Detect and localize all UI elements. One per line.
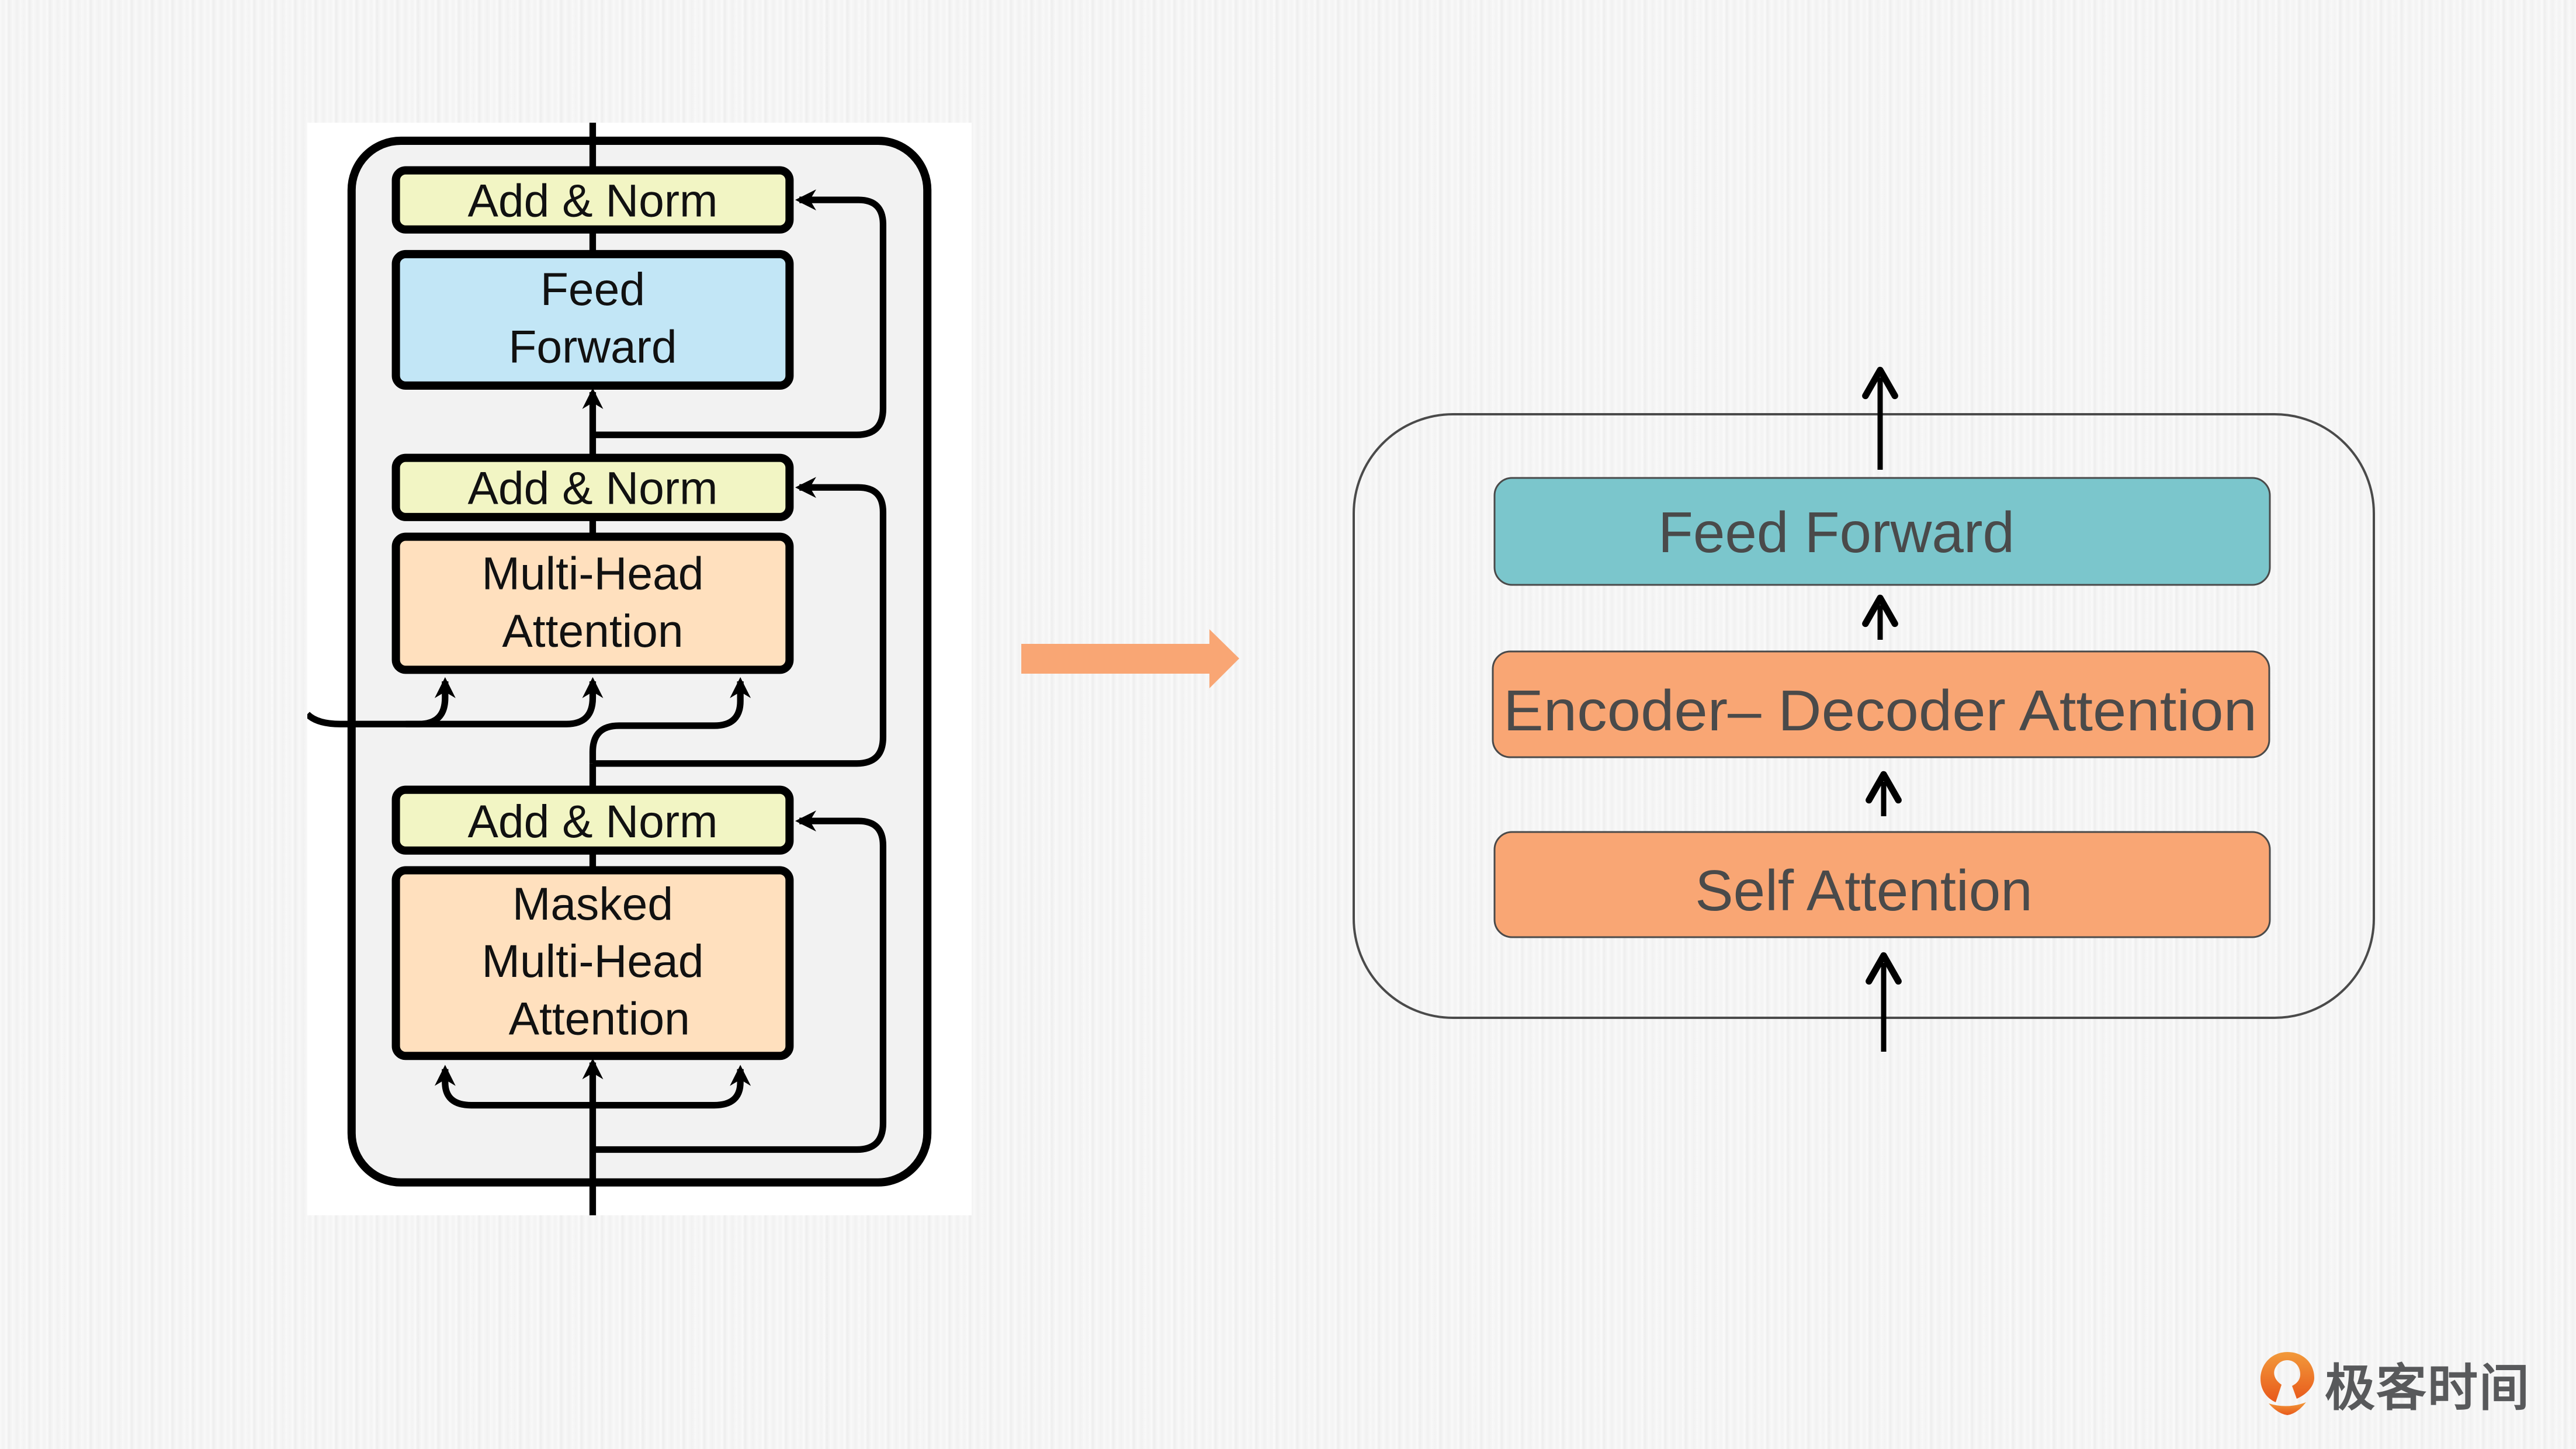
geektime-logo-text: 极客时间: [2325, 1359, 2530, 1417]
simplified-decoder-figure: Feed Forward Encoder– Decoder Attention …: [1353, 366, 2375, 1052]
add-norm-label: Add & Norm: [467, 796, 717, 847]
residual-arrow-mid: [592, 477, 887, 767]
add-norm-block-bottom: Add & Norm: [391, 785, 794, 855]
encoder-input-arrow-v: [405, 677, 604, 727]
masked-label-line3: Attention: [509, 993, 690, 1045]
encoder-decoder-attention-label: Encoder– Decoder Attention: [1503, 678, 2257, 743]
feed-forward-label-line1: Feed: [540, 264, 645, 315]
right-arrow-icon: [1021, 629, 1239, 688]
add-norm-label: Add & Norm: [467, 175, 717, 226]
masked-label-line2: Multi-Head: [481, 935, 703, 987]
add-norm-block-top: Add & Norm: [391, 166, 794, 234]
feed-forward-label: Feed Forward: [1658, 500, 2015, 564]
decoder-query-arrow: [589, 677, 751, 764]
add-norm-label: Add & Norm: [467, 462, 717, 514]
feed-forward-label-line2: Forward: [508, 321, 677, 372]
decoder-figure: Add & Norm Feed Forward Add & Norm Multi…: [307, 123, 932, 1215]
mha-label-line2: Attention: [502, 605, 683, 657]
transition-arrow: [1021, 629, 1239, 688]
simplified-decoder: Feed Forward Encoder– Decoder Attention …: [1338, 351, 2390, 1063]
encoder-decoder-attention-block: Encoder– Decoder Attention: [1492, 650, 2270, 758]
add-norm-block-mid: Add & Norm: [391, 453, 794, 521]
geektime-logo-icon: [2260, 1352, 2314, 1415]
mha-label-line1: Multi-Head: [481, 548, 703, 599]
residual-arrow-top: [592, 189, 887, 438]
multi-head-attention-block: Multi-Head Attention: [391, 532, 794, 674]
masked-label-line1: Masked: [512, 878, 673, 930]
masked-input-arrow-left: [434, 1065, 593, 1109]
masked-input-arrow-right: [592, 1065, 751, 1109]
feed-forward-block: Feed Forward: [391, 249, 794, 390]
masked-multi-head-attention-block: Masked Multi-Head Attention: [391, 866, 794, 1060]
self-attention-label: Self Attention: [1695, 858, 2033, 923]
decoder-outline: [1353, 413, 2375, 1019]
self-attention-block: Self Attention: [1493, 831, 2271, 938]
decoder-figure-panel: Add & Norm Feed Forward Add & Norm Multi…: [307, 123, 972, 1215]
geektime-logo: 极客时间: [2258, 1347, 2530, 1420]
residual-arrow-bottom: [592, 810, 887, 1153]
feed-forward-block: Feed Forward: [1493, 477, 2271, 586]
